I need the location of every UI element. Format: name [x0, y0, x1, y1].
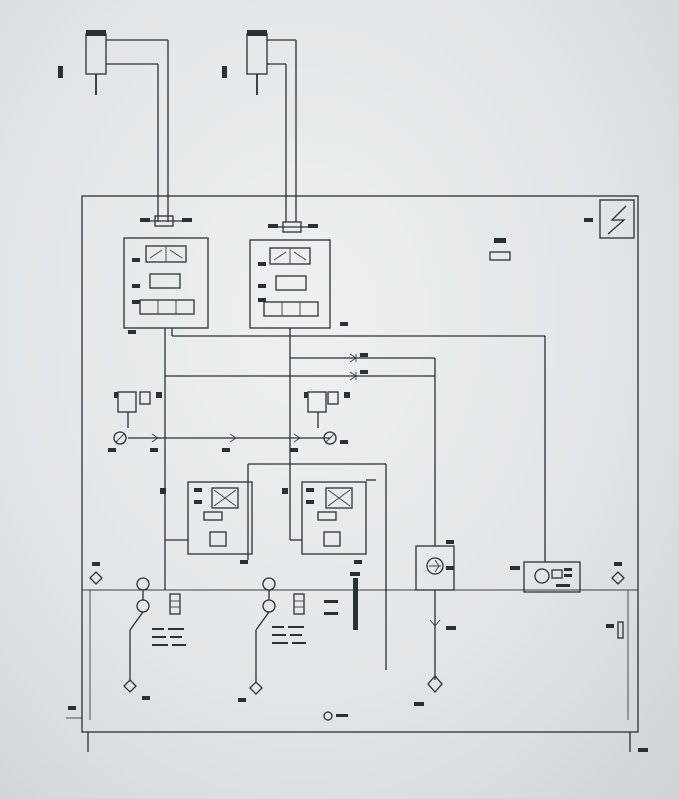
gauge-side-left-icon — [89, 562, 103, 585]
pressure-switch-left[interactable] — [114, 391, 162, 428]
accumulator-unit[interactable] — [510, 561, 581, 593]
cylinder-left[interactable] — [85, 30, 168, 95]
proportional-valve-left[interactable] — [160, 481, 253, 564]
gauge-side-right-icon — [606, 562, 625, 639]
valve-block-right[interactable] — [249, 239, 348, 329]
electrical-box-icon[interactable] — [599, 199, 635, 239]
gauge-left-icon — [113, 431, 127, 445]
panel-frame — [81, 195, 639, 752]
cylinder-right[interactable] — [246, 30, 296, 95]
check-valve-pressure-1[interactable] — [349, 353, 368, 363]
check-valve-pressure-2[interactable] — [349, 370, 368, 381]
valve-block-left[interactable] — [123, 237, 209, 334]
check-valve-right[interactable] — [268, 221, 318, 233]
proportional-valve-right[interactable] — [282, 481, 367, 564]
pump-left-icon[interactable] — [123, 577, 181, 700]
check-valve-left[interactable] — [140, 215, 192, 227]
gauge-right-icon — [323, 431, 337, 445]
pressure-switch-right[interactable] — [304, 391, 350, 428]
pump-right-annotations — [272, 626, 306, 644]
level-gauge-icon — [324, 572, 360, 630]
pump-right-icon[interactable] — [238, 577, 305, 702]
pump-left-annotations — [152, 628, 186, 646]
cylinder-tags — [58, 66, 227, 78]
filter-unit[interactable] — [414, 540, 456, 706]
frame-bottom-marks — [66, 706, 648, 752]
